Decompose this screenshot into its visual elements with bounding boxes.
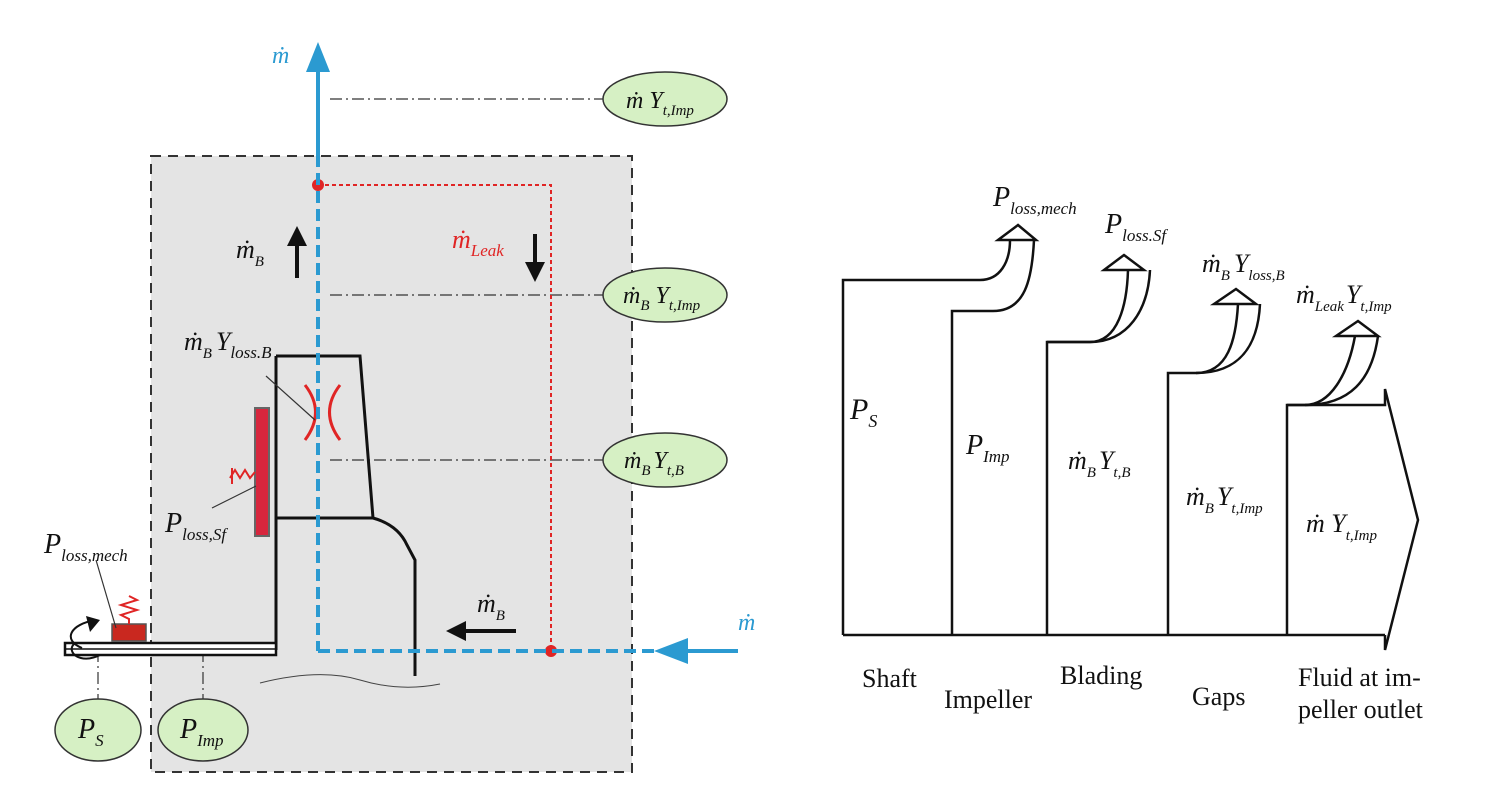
label-impeller: Impeller: [944, 685, 1032, 714]
mB-in-arrow: [446, 621, 516, 641]
power-flow-diagram: [841, 223, 1420, 651]
m-top-label: ṁ: [272, 43, 289, 69]
bubble-m-Yt-Imp: [602, 71, 728, 127]
label-gaps: Gaps: [1192, 682, 1245, 711]
blading-loss-symbol: [303, 384, 342, 441]
bubble-PImp: [157, 698, 249, 762]
loss-tip-leak: [1331, 319, 1382, 338]
right-ploss-sf: Ploss.Sf: [1104, 209, 1168, 245]
PS-bubble-text: PS: [77, 714, 104, 750]
stage-impeller: [950, 239, 1036, 635]
leak-path: [318, 184, 552, 651]
mB-up-arrow: [287, 226, 307, 278]
right-PImp: PImp: [965, 430, 1010, 466]
label-shaft: Shaft: [862, 664, 918, 693]
label-fluid-line1: Fluid at im-: [1298, 663, 1421, 692]
stage-blading: [1045, 269, 1130, 635]
loss-tip-mech: [994, 223, 1040, 242]
stage-shaft: [841, 239, 1012, 635]
right-PS: PS: [849, 393, 877, 431]
right-mLeak: ṁLeakYt,Imp: [1296, 280, 1392, 315]
bubble-mB-Yt-B: [602, 432, 728, 488]
outlet-arrow: [1287, 388, 1420, 651]
label-fluid-line2: peller outlet: [1298, 695, 1424, 724]
PImp-bubble-text: PImp: [179, 714, 224, 750]
blading-loss-leader: [265, 375, 316, 421]
mech-loss-element: [111, 595, 147, 642]
disk-friction-element: [229, 407, 270, 537]
loss-tip-blading: [1209, 287, 1260, 306]
m-right-label: ṁ: [738, 610, 755, 636]
bubble-top-text: ṁ Yt,Imp: [626, 88, 694, 119]
label-blading: Blading: [1060, 661, 1142, 690]
impeller-body: [259, 354, 441, 688]
ploss-sf-label: Ploss,Sf: [164, 508, 228, 544]
mB-in-label: ṁB: [477, 589, 505, 624]
shaft: [63, 616, 278, 660]
bubble-PS: [54, 698, 142, 762]
mLeak-down-arrow: [525, 234, 545, 282]
right-ploss-mech: Ploss,mech: [992, 182, 1077, 218]
bubble-mB-Yt-Imp: [602, 267, 728, 323]
outflow-arrowhead: [306, 42, 330, 72]
stage-gaps: [1166, 303, 1240, 635]
leak-join-node: [545, 645, 557, 657]
control-volume-box: [150, 155, 633, 773]
inflow-arrowhead: [654, 638, 688, 664]
stage-fluid: [1285, 335, 1357, 635]
ploss-mech-label: Ploss,mech: [43, 529, 128, 565]
mech-loss-leader: [95, 559, 117, 629]
loss-tip-sf: [1100, 253, 1148, 272]
mLeak-label: ṁLeak: [452, 225, 504, 260]
sf-loss-leader: [211, 485, 257, 509]
leader-lines: [97, 98, 606, 700]
mB-up-label: ṁB: [236, 235, 264, 270]
right-m-tImp: ṁ Yt,Imp: [1306, 509, 1377, 544]
